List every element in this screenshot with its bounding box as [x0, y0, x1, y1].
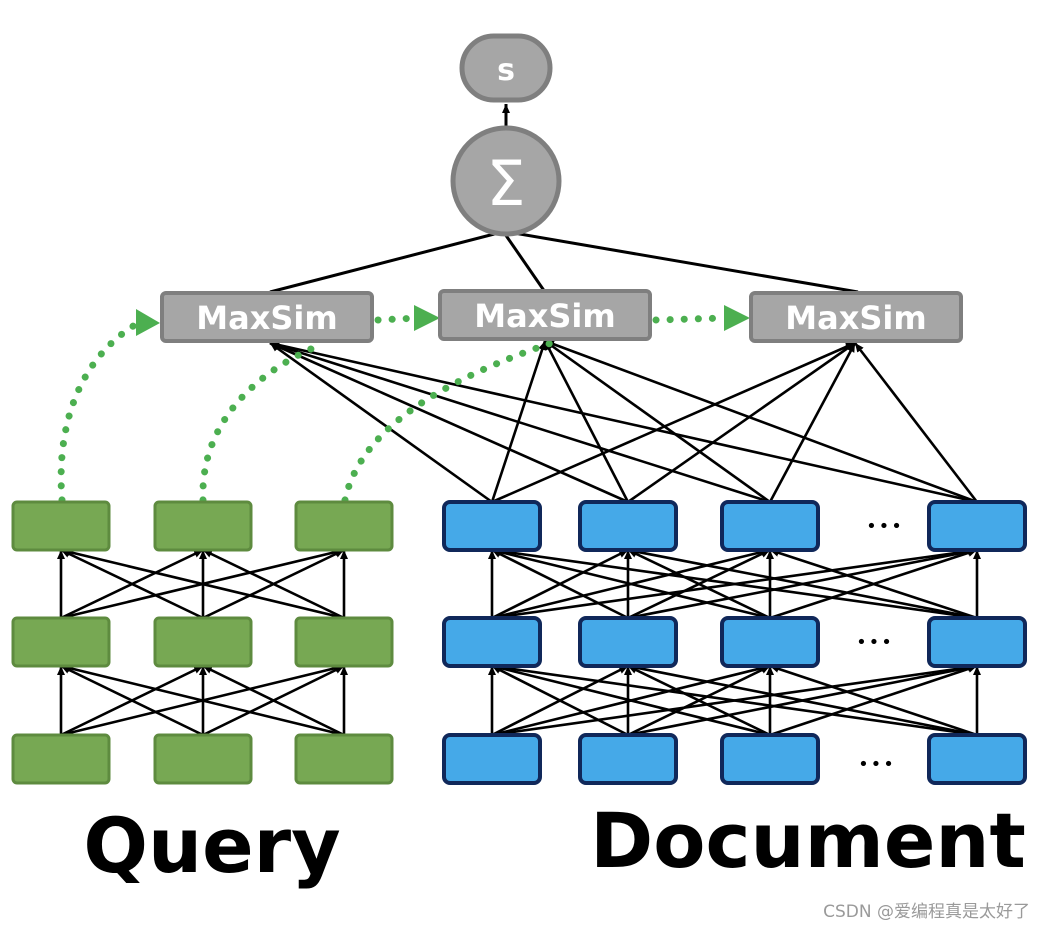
- document-token-boxes: [442, 500, 1027, 785]
- query-edge-r2c3-to-r1c1: [60, 548, 345, 620]
- doc-edge-r3c4-to-r2c2: [627, 663, 978, 737]
- query-encoder-edges: [57, 548, 348, 737]
- doc-edge-r2c2-to-r1c1: [491, 548, 629, 620]
- arrowhead-3: [724, 305, 750, 331]
- maxsim-edges: [269, 339, 979, 504]
- maxsim-node-3: MaxSim: [749, 291, 963, 343]
- maxsim-edge-doc3-to-maxsim2: [544, 339, 771, 504]
- score-node: s: [459, 33, 553, 103]
- document-label: Document: [590, 796, 1026, 885]
- maxsim-edge-doc4-to-maxsim3: [853, 342, 979, 503]
- query-token-box-r1-c1: [11, 500, 111, 552]
- maxsim-node-2: MaxSim: [438, 289, 652, 341]
- score-label: s: [497, 53, 515, 88]
- query-edge-r2c3-to-r1c2: [202, 548, 345, 620]
- arrowhead-2: [414, 305, 440, 331]
- flow-maxsim1-to-maxsim2: [374, 314, 422, 324]
- edge-maxsim2-to-sum: [503, 233, 547, 293]
- query-token-box-r3-c3: [294, 733, 394, 785]
- doc-edge-r2c4-to-r1c3: [769, 548, 978, 620]
- ellipsis-row-3: •••: [858, 754, 896, 775]
- query-edge-r3c2-to-r2c1: [60, 664, 204, 737]
- arrowhead-1: [136, 309, 160, 336]
- maxsim-label-3: MaxSim: [785, 299, 926, 337]
- doc-edge-r3c3-to-r2c1: [491, 664, 771, 737]
- query-label: Query: [83, 801, 340, 890]
- query-token-box-r3-c1: [11, 733, 111, 785]
- maxsim-label-1: MaxSim: [196, 299, 337, 337]
- doc-token-box-r3-c1: [442, 733, 542, 785]
- doc-edge-r2c3-to-r1c1: [491, 548, 771, 620]
- doc-edge-r2c4-to-r1c2: [627, 547, 978, 620]
- flow-maxsim2-to-maxsim3: [652, 314, 730, 324]
- maxsim-edge-doc2-to-maxsim1: [269, 341, 629, 504]
- query-token-box-r2-c3: [294, 616, 394, 668]
- doc-token-box-r1-c1: [442, 500, 542, 552]
- document-encoder-edges: [488, 547, 981, 737]
- query-flow-arrows: [57, 314, 730, 504]
- flow-q1-to-maxsim1: [57, 318, 144, 504]
- doc-edge-r3c3-to-r2c2: [627, 664, 771, 737]
- query-token-boxes: [11, 500, 394, 785]
- maxsim-edge-doc2-to-maxsim3: [627, 341, 856, 504]
- doc-token-box-r3-c4: [927, 733, 1027, 785]
- maxsim-label-2: MaxSim: [474, 297, 615, 335]
- sum-label: Σ: [486, 147, 525, 220]
- doc-token-box-r2-c4: [927, 616, 1027, 668]
- doc-token-box-r2-c1: [442, 616, 542, 668]
- query-token-box-r3-c2: [153, 733, 253, 785]
- doc-token-box-r1-c4: [927, 500, 1027, 552]
- ellipsis-row-1: •••: [866, 516, 904, 537]
- doc-edge-r3c4-to-r2c3: [769, 664, 978, 737]
- doc-token-box-r2-c3: [720, 616, 820, 668]
- query-edge-r3c3-to-r2c1: [60, 664, 345, 737]
- maxsim-edge-doc4-to-maxsim1: [269, 341, 978, 504]
- edge-maxsim1-to-sum: [269, 230, 503, 294]
- flow-arrowheads: [136, 305, 750, 336]
- doc-token-box-r1-c2: [578, 500, 678, 552]
- doc-edge-r3c2-to-r2c1: [491, 664, 629, 737]
- maxsim-edge-doc1-to-maxsim1: [269, 341, 493, 504]
- query-token-box-r1-c2: [153, 500, 253, 552]
- doc-token-box-r1-c3: [720, 500, 820, 552]
- maxsim-edge-doc4-to-maxsim2: [544, 339, 978, 504]
- query-edge-r2c2-to-r1c1: [60, 548, 204, 620]
- maxsim-edge-doc2-to-maxsim2: [543, 340, 630, 503]
- ellipsis-row-2: •••: [856, 632, 894, 653]
- query-token-box-r1-c3: [294, 500, 394, 552]
- flow-q2-to-maxsim1: [199, 341, 324, 504]
- doc-token-box-r3-c3: [720, 733, 820, 785]
- query-token-box-r2-c2: [153, 616, 253, 668]
- query-edge-r3c3-to-r2c2: [202, 664, 345, 737]
- flow-q3-to-maxsim2: [341, 336, 564, 504]
- doc-token-box-r2-c2: [578, 616, 678, 668]
- maxsim-edge-doc3-to-maxsim3: [768, 342, 857, 503]
- maxsim-edge-doc3-to-maxsim1: [269, 341, 771, 504]
- watermark: CSDN @爱编程真是太好了: [823, 902, 1030, 922]
- doc-token-box-r3-c2: [578, 733, 678, 785]
- edge-maxsim3-to-sum: [507, 230, 859, 294]
- doc-edge-r2c4-to-r1c1: [491, 547, 978, 620]
- doc-edge-r3c4-to-r2c1: [491, 663, 978, 737]
- sum-node: Σ: [450, 125, 562, 237]
- doc-edge-r2c3-to-r1c2: [627, 548, 771, 620]
- maxsim-edge-doc1-to-maxsim3: [491, 341, 856, 504]
- sum-edges: [269, 104, 859, 294]
- maxsim-node-1: MaxSim: [160, 291, 374, 343]
- query-token-box-r2-c1: [11, 616, 111, 668]
